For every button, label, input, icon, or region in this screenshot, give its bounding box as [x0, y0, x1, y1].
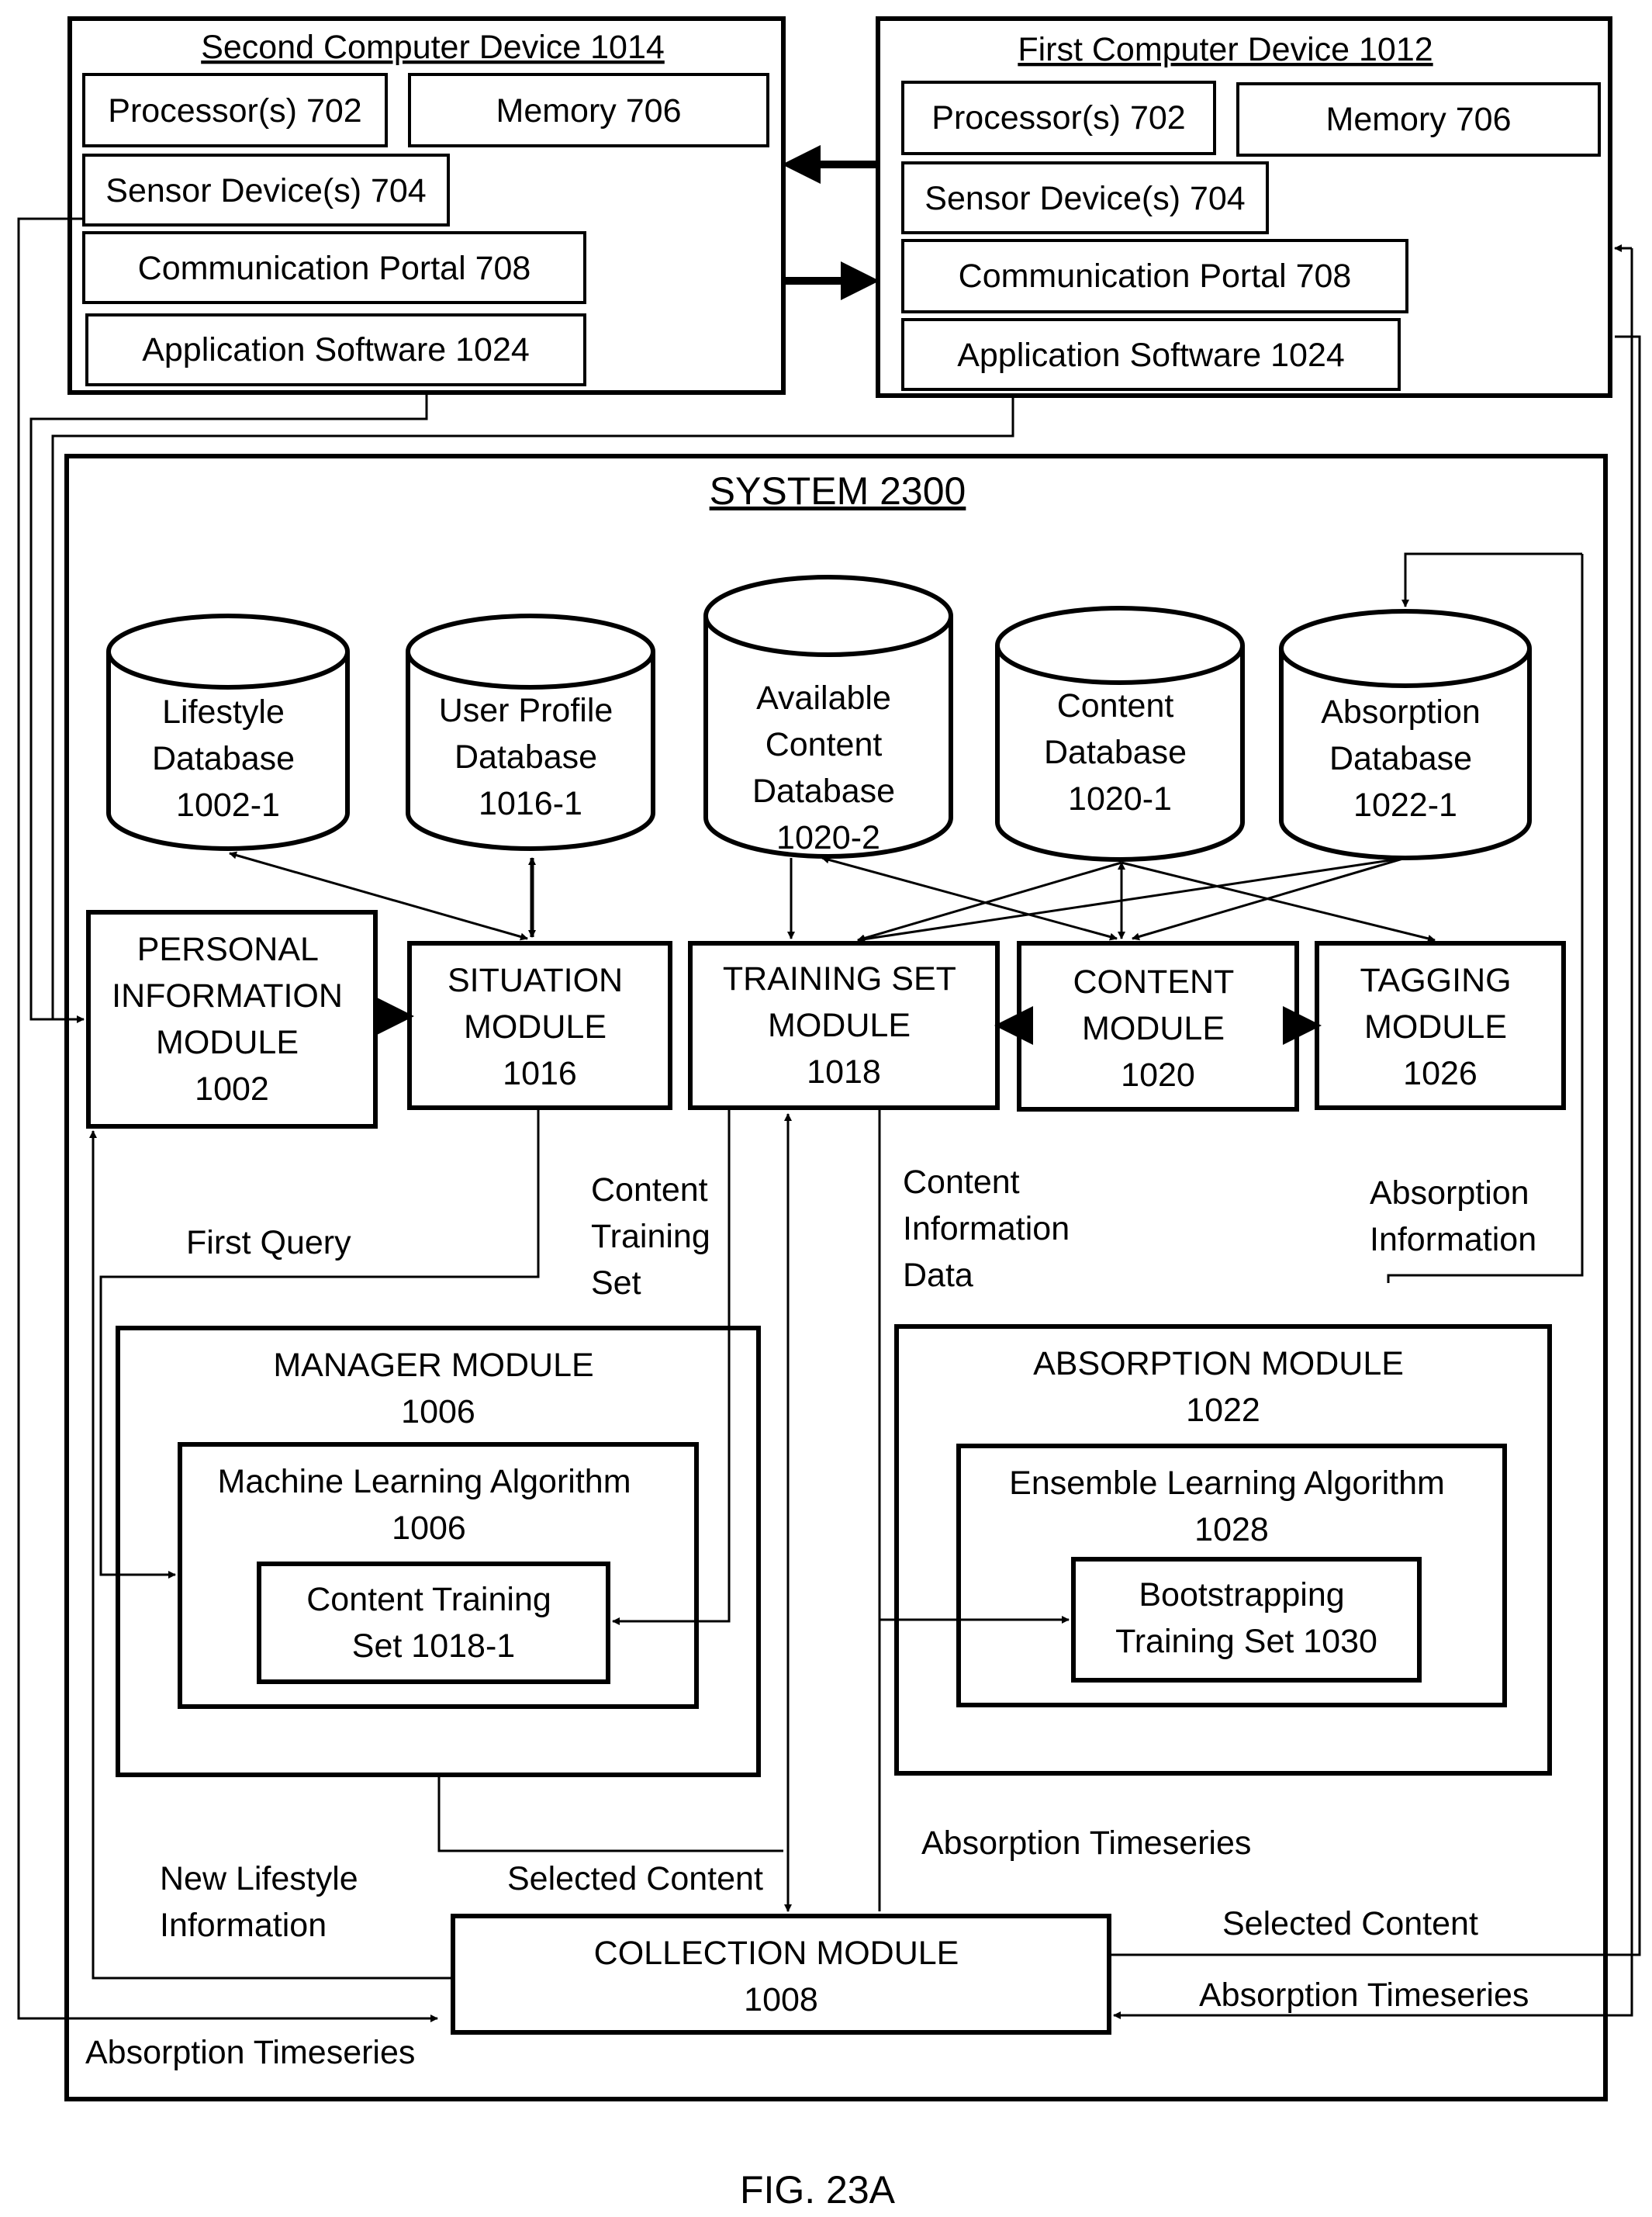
- db-line: Content: [766, 726, 883, 763]
- second-computer-device: Second Computer Device 1014 Processor(s)…: [70, 19, 783, 393]
- personal-information-module: PERSONAL INFORMATION MODULE 1002: [88, 912, 375, 1126]
- db-line: Content: [1057, 687, 1174, 725]
- module-line: 1006: [392, 1510, 466, 1547]
- module-line: 1018: [807, 1053, 881, 1091]
- collection-module: COLLECTION MODULE 1008: [453, 1916, 1109, 2032]
- module-line: 1026: [1403, 1055, 1477, 1092]
- first-processor-label: Processor(s) 702: [931, 99, 1185, 137]
- absorption-timeseries-mid-label: Absorption Timeseries: [921, 1824, 1251, 1862]
- lifestyle-database: Lifestyle Database 1002-1: [109, 616, 347, 849]
- tagging-module: TAGGING MODULE 1026: [1317, 943, 1564, 1108]
- content-database: Content Database 1020-1: [997, 608, 1242, 859]
- training-set-module: TRAINING SET MODULE 1018: [690, 943, 997, 1108]
- db-line: User Profile: [439, 692, 613, 729]
- first-device-title: First Computer Device 1012: [1018, 31, 1433, 68]
- db-line: Available: [756, 680, 891, 717]
- absorption-timeseries-right-label: Absorption Timeseries: [1199, 1977, 1529, 2014]
- flow-label-line: Absorption: [1370, 1174, 1529, 1212]
- second-device-title: Second Computer Device 1014: [201, 29, 665, 66]
- flow-label-line: Content: [903, 1164, 1020, 1201]
- db-line: 1020-1: [1068, 780, 1172, 818]
- second-processor-label: Processor(s) 702: [108, 92, 361, 130]
- module-line: MODULE: [1364, 1008, 1507, 1046]
- system-title: SYSTEM 2300: [710, 469, 966, 513]
- module-line: ABSORPTION MODULE: [1033, 1345, 1404, 1382]
- module-line: 1016: [503, 1055, 577, 1092]
- second-comm-portal-label: Communication Portal 708: [138, 250, 531, 287]
- first-comm-portal-label: Communication Portal 708: [959, 258, 1352, 295]
- module-line: 1006: [401, 1393, 475, 1430]
- absorption-module: ABSORPTION MODULE 1022 Ensemble Learning…: [897, 1326, 1550, 1773]
- module-line: COLLECTION MODULE: [594, 1935, 959, 1972]
- selected-content-mid-label: Selected Content: [507, 1860, 763, 1897]
- module-line: SITUATION: [448, 962, 623, 999]
- module-line: MODULE: [464, 1008, 607, 1046]
- flow-label-line: Data: [903, 1257, 973, 1294]
- module-line: Training Set 1030: [1115, 1623, 1377, 1660]
- module-line: Ensemble Learning Algorithm: [1009, 1465, 1445, 1502]
- first-sensor-label: Sensor Device(s) 704: [924, 180, 1245, 217]
- module-line: TRAINING SET: [723, 960, 956, 998]
- db-line: Database: [1329, 740, 1472, 777]
- flow-label-line: Information: [160, 1907, 327, 1944]
- manager-module: MANAGER MODULE 1006 Machine Learning Alg…: [118, 1328, 759, 1775]
- flow-label-line: Information: [903, 1210, 1070, 1247]
- content-module: CONTENT MODULE 1020: [1019, 943, 1297, 1109]
- absorption-timeseries-left-label: Absorption Timeseries: [85, 2034, 415, 2071]
- db-line: 1016-1: [479, 785, 582, 822]
- module-line: MODULE: [156, 1024, 299, 1061]
- db-line: Database: [1044, 734, 1187, 771]
- flow-label-line: Training: [591, 1218, 710, 1255]
- module-line: MANAGER MODULE: [273, 1347, 593, 1384]
- db-line: Database: [752, 773, 895, 810]
- db-line: 1020-2: [776, 819, 880, 856]
- second-app-software-label: Application Software 1024: [142, 331, 530, 368]
- db-line: 1002-1: [176, 787, 280, 824]
- module-line: 1022: [1186, 1392, 1260, 1429]
- module-line: 1002: [195, 1070, 269, 1108]
- module-line: TAGGING: [1360, 962, 1511, 999]
- figure-label: FIG. 23A: [740, 2168, 896, 2212]
- second-sensor-label: Sensor Device(s) 704: [105, 172, 426, 209]
- flow-label-line: New Lifestyle: [160, 1860, 358, 1897]
- module-line: Bootstrapping: [1139, 1576, 1344, 1613]
- flow-label-line: Content: [591, 1171, 708, 1209]
- flow-label-line: Information: [1370, 1221, 1536, 1258]
- module-line: 1028: [1194, 1511, 1269, 1548]
- module-line: MODULE: [768, 1007, 911, 1044]
- situation-module: SITUATION MODULE 1016: [410, 943, 670, 1108]
- module-line: Machine Learning Algorithm: [218, 1463, 631, 1500]
- db-line: 1022-1: [1353, 787, 1457, 824]
- selected-content-right-label: Selected Content: [1222, 1905, 1478, 1942]
- module-line: CONTENT: [1073, 963, 1235, 1001]
- db-line: Lifestyle: [162, 693, 285, 731]
- first-app-software-label: Application Software 1024: [957, 337, 1345, 374]
- db-line: Database: [454, 738, 597, 776]
- second-memory-label: Memory 706: [496, 92, 682, 130]
- module-line: Set 1018-1: [352, 1627, 515, 1665]
- db-line: Absorption: [1321, 693, 1481, 731]
- absorption-database: Absorption Database 1022-1: [1281, 611, 1529, 858]
- first-query-label: First Query: [186, 1224, 351, 1261]
- module-line: MODULE: [1082, 1010, 1225, 1047]
- flow-label-line: Set: [591, 1264, 641, 1302]
- first-computer-device: First Computer Device 1012 Processor(s) …: [878, 19, 1610, 396]
- db-line: Database: [152, 740, 295, 777]
- module-line: Content Training: [306, 1581, 551, 1618]
- user-profile-database: User Profile Database 1016-1: [408, 616, 653, 849]
- module-line: 1008: [744, 1981, 818, 2018]
- module-line: PERSONAL: [137, 931, 318, 968]
- module-line: 1020: [1121, 1057, 1195, 1094]
- first-memory-label: Memory 706: [1326, 101, 1512, 138]
- module-line: INFORMATION: [112, 977, 343, 1015]
- available-content-database: Available Content Database 1020-2: [706, 577, 951, 856]
